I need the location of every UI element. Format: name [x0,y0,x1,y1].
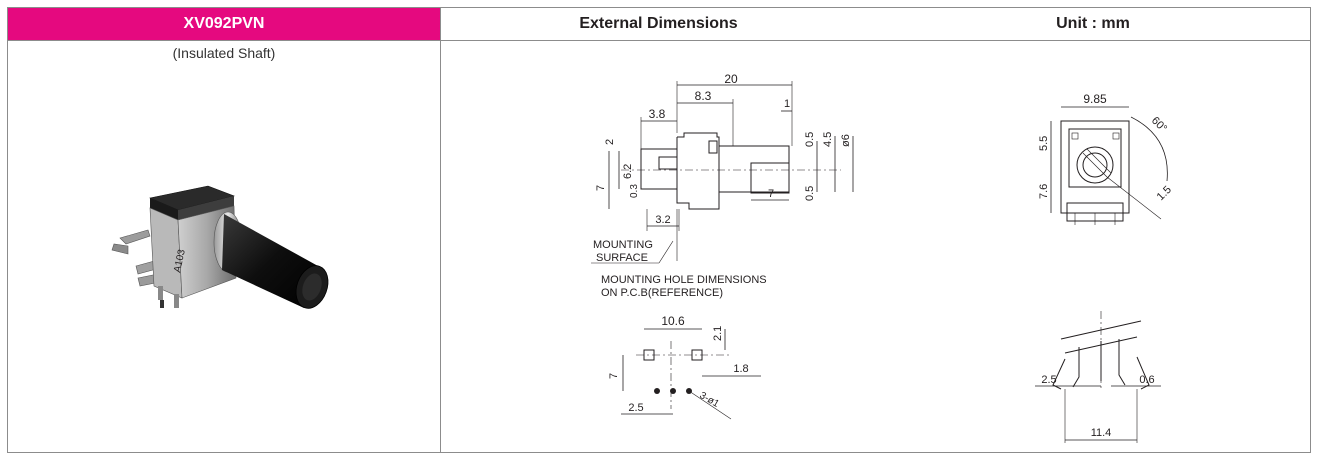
mounting-label-1: MOUNTING [593,239,653,251]
product-marking: A103 [172,248,188,274]
hole-title-2: ON P.C.B(REFERENCE) [601,287,723,299]
front-view: 9.85 60° 5.5 7.6 1.5 [1038,92,1174,225]
spec-sheet: XV092PVN External Dimensions Unit : mm (… [7,7,1311,453]
dim-6-2: 6.2 [622,164,634,179]
hole-dim-7: 7 [608,373,620,379]
bottom-view: 2.5 0.6 11.4 [1035,311,1161,443]
dim-8-3: 8.3 [695,89,712,103]
dim-0-5-top: 0.5 [804,132,816,147]
bottom-dim-2-5: 2.5 [1041,374,1056,386]
dim-9-85: 9.85 [1083,92,1107,106]
part-number-header: XV092PVN [8,8,440,40]
unit-label: Unit : mm [1056,15,1130,32]
dim-5-5: 5.5 [1038,136,1050,151]
bottom-dim-11-4: 11.4 [1091,427,1112,439]
dim-phi6: ø6 [840,134,852,147]
dim-7-height: 7 [595,185,607,191]
hole-dim-1-8: 1.8 [733,363,748,375]
mounting-label-2: SURFACE [596,252,648,264]
hole-dim-10-6: 10.6 [661,314,685,328]
dimension-drawing: 20 8.3 3.8 1 2 6.2 7 0.3 3.2 [591,72,1174,443]
hole-dim-2-1: 2.1 [712,326,724,341]
dim-1: 1 [784,98,790,110]
side-view: 20 8.3 3.8 1 2 6.2 7 0.3 3.2 [591,72,854,264]
dim-20: 20 [724,72,738,86]
hole-title-1: MOUNTING HOLE DIMENSIONS [601,274,767,286]
dim-3-2: 3.2 [655,214,670,226]
dim-2: 2 [604,139,616,145]
product-subtitle: (Insulated Shaft) [172,45,276,61]
header-divider [8,40,1310,41]
product-photo: A103 [111,185,329,309]
dim-0-3: 0.3 [629,184,640,198]
dim-1-5: 1.5 [1155,184,1174,203]
dim-7-6: 7.6 [1038,184,1050,199]
dim-0-5-bottom: 0.5 [804,186,816,201]
hole-dim-3-phi1: 3-ø1 [698,390,722,410]
bottom-dim-0-6: 0.6 [1139,374,1154,386]
dim-3-8: 3.8 [649,107,666,121]
section-title: External Dimensions [579,15,738,32]
hole-layout: MOUNTING HOLE DIMENSIONS ON P.C.B(REFERE… [601,274,767,420]
dim-4-5: 4.5 [822,132,834,147]
dim-7-shaft: 7 [768,188,774,200]
hole-dim-2-5: 2.5 [628,402,643,414]
column-divider [440,8,441,452]
